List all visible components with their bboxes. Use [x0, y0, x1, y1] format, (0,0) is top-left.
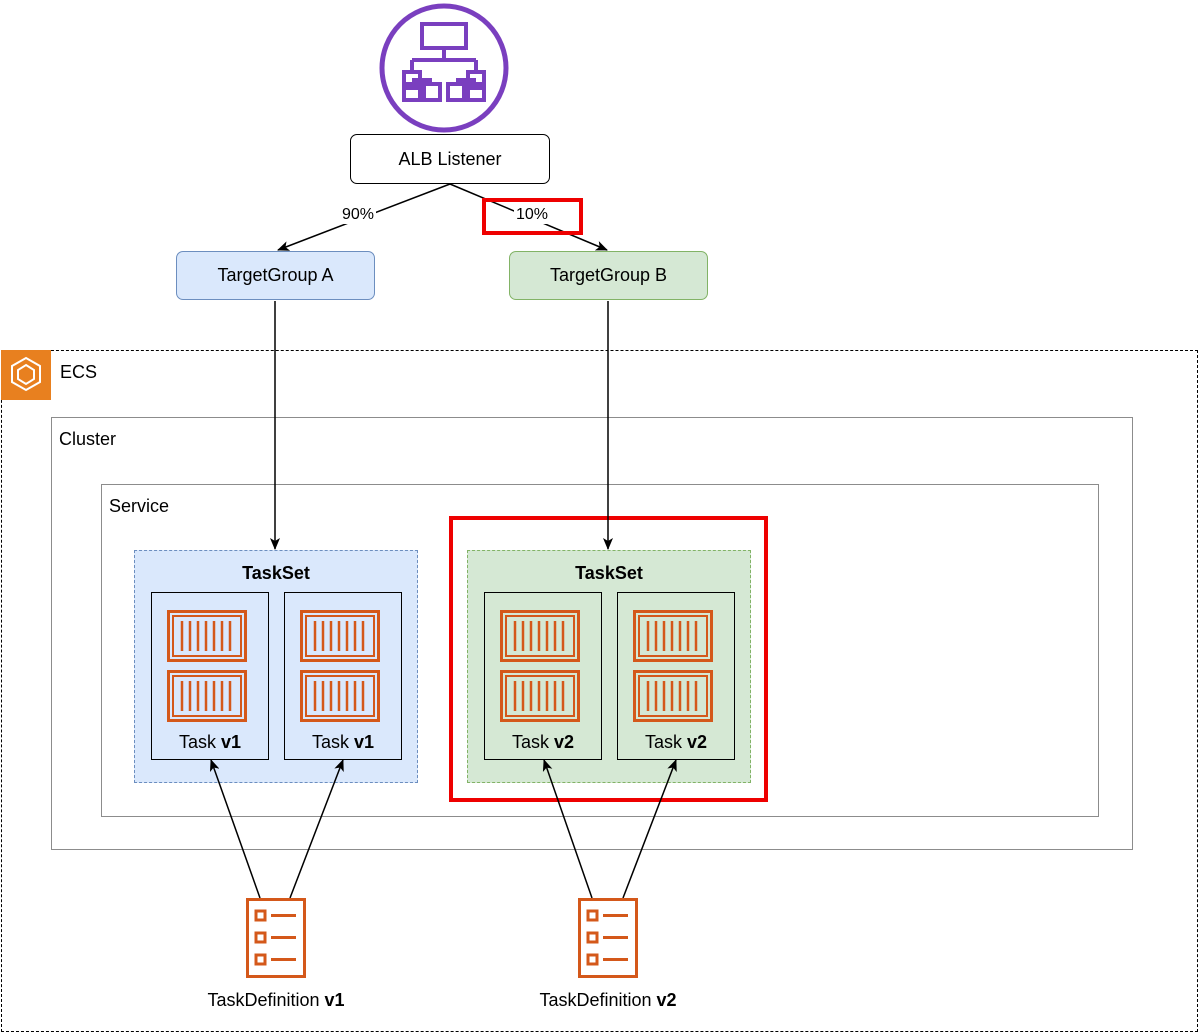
task-label: Task v2: [511, 732, 575, 752]
ecs-icon: [1, 350, 51, 400]
edge-def-v1-to-task-2: [289, 759, 344, 899]
task-definition-label: TaskDefinition v1: [207, 990, 345, 1010]
taskset-b-title: TaskSet: [575, 563, 643, 583]
task-definition-icon: [246, 898, 306, 978]
task-label: Task v2: [644, 732, 708, 752]
container-icon: [500, 610, 580, 722]
cluster-label: Cluster: [59, 429, 117, 449]
edge-def-v2-to-task-2: [622, 759, 677, 899]
task-definition-v2[interactable]: TaskDefinition v2: [530, 898, 686, 1011]
target-group-b[interactable]: TargetGroup B: [509, 251, 708, 300]
edge-def-v2-to-task-1: [542, 759, 593, 899]
alb-listener[interactable]: ALB Listener: [350, 134, 550, 184]
service-box: [101, 484, 1099, 817]
weight-label-b: 10%: [514, 206, 551, 224]
cluster-box: [51, 417, 1133, 850]
weight-b-highlight: [482, 198, 583, 235]
edge-def-v1-to-task-1: [209, 759, 261, 899]
task-card: Task v2: [484, 592, 602, 760]
task-definition-label: TaskDefinition v2: [539, 990, 677, 1010]
ecs-label: ECS: [60, 362, 98, 382]
container-icon: [300, 610, 380, 722]
taskset-a: TaskSet Task v1 Task v1: [134, 550, 418, 783]
task-card: Task v1: [151, 592, 269, 760]
task-card: Task v2: [617, 592, 735, 760]
container-icon: [633, 610, 713, 722]
weight-label-a: 90%: [340, 206, 377, 224]
task-definition-icon: [578, 898, 638, 978]
container-icon: [167, 610, 247, 722]
task-definition-v1[interactable]: TaskDefinition v1: [198, 898, 354, 1011]
alb-icon: [378, 2, 510, 134]
task-label: Task v1: [311, 732, 375, 752]
task-label: Task v1: [178, 732, 242, 752]
target-group-a[interactable]: TargetGroup A: [176, 251, 375, 300]
ecs-group: [1, 350, 1198, 1032]
taskset-a-title: TaskSet: [242, 563, 310, 583]
taskset-b: TaskSet Task v2 Task v2: [467, 550, 751, 783]
service-label: Service: [109, 496, 170, 516]
